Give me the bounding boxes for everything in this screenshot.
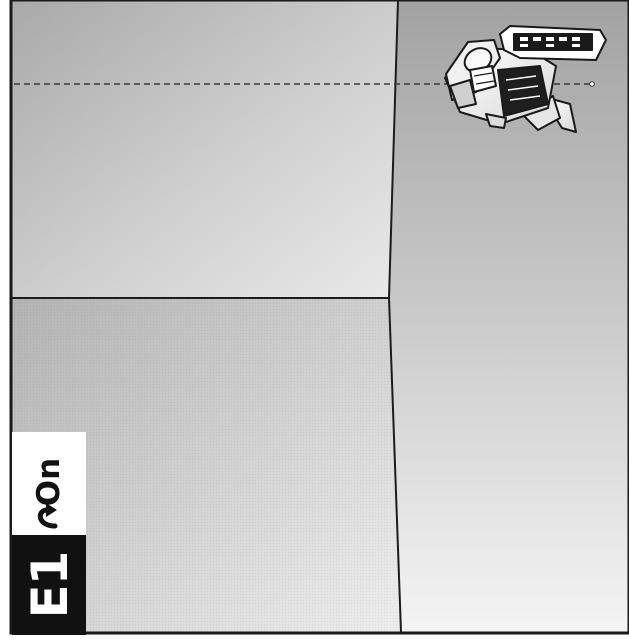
laser-level-icon bbox=[444, 25, 607, 133]
curved-arrow-icon bbox=[37, 504, 58, 529]
mode-badge bbox=[12, 432, 86, 535]
laser-spot bbox=[589, 81, 595, 87]
left-wall-upper bbox=[12, 0, 398, 298]
right-wall bbox=[389, 0, 629, 632]
room-corner-line-upper bbox=[388, 0, 399, 299]
code-badge bbox=[12, 535, 86, 635]
code-label: E1 bbox=[21, 551, 79, 619]
mode-label: On bbox=[30, 457, 67, 507]
mode-indicator: On bbox=[29, 434, 69, 530]
floor-texture bbox=[12, 298, 401, 632]
figure-frame bbox=[9, 0, 629, 635]
room-corner-line-lower bbox=[388, 297, 402, 633]
